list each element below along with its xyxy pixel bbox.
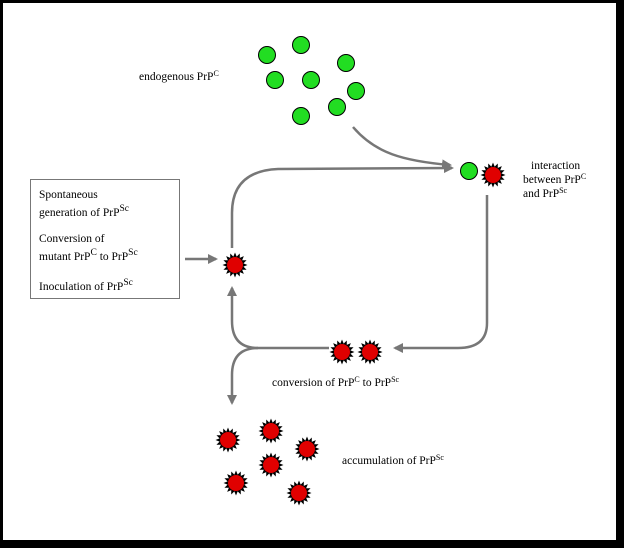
prpc-molecule (258, 46, 276, 64)
prpc-molecules (258, 36, 365, 125)
diagram-canvas: endogenous PrPC interaction between PrPC… (3, 3, 616, 540)
prpc-molecule (292, 107, 310, 125)
label-interaction: interaction between PrPC and PrPSc (523, 159, 586, 201)
diagram-graphics (185, 36, 506, 506)
prpc-molecule (292, 36, 310, 54)
prpsc-sources-box: Spontaneous generation of PrPSc Conversi… (30, 179, 180, 299)
source-mutant-line1: Conversion of (39, 233, 105, 245)
prpc-molecule (337, 54, 355, 72)
arrow-conversion-down (227, 346, 259, 405)
label-accumulation: accumulation of PrPSc (342, 453, 444, 468)
source-inoculation: Inoculation of PrPSc (39, 277, 133, 293)
source-prpsc-molecule-core (227, 257, 243, 273)
prpc-molecule (266, 71, 284, 89)
source-mutant-line2: mutant PrPC to PrPSc (39, 247, 138, 263)
converted-prpsc-molecule-core (362, 344, 378, 360)
source-spontaneous: Spontaneous generation of PrPSc (39, 188, 129, 220)
interaction-prpsc-molecule-core (485, 167, 501, 183)
source-spontaneous-line2: generation of PrPSc (39, 203, 130, 219)
accumulated-prpsc-molecule-core (263, 423, 279, 439)
label-endogenous-prpc: endogenous PrPC (139, 69, 219, 84)
accumulated-prpsc-molecule-core (299, 441, 315, 457)
accumulated-prpsc-molecule-core (220, 432, 236, 448)
source-spontaneous-line1: Spontaneous (39, 189, 98, 201)
label-interaction-line3: and PrPSc (523, 186, 568, 201)
accumulated-prpsc-molecule-core (291, 485, 307, 501)
accumulated-prpsc-molecule-core (263, 457, 279, 473)
arrow-interaction-to-conversion (393, 195, 489, 353)
prpc-molecule (302, 71, 320, 89)
arrow-conversion-up (227, 286, 329, 350)
arrow-prpc-to-interaction (352, 126, 452, 170)
arrow-loop-top (230, 163, 454, 248)
source-mutant-conversion: Conversion of mutant PrPC to PrPSc (39, 232, 138, 264)
label-conversion: conversion of PrPC to PrPSc (272, 375, 400, 390)
prpc-molecule (347, 82, 365, 100)
label-interaction-line1: interaction (531, 160, 581, 172)
label-interaction-line2: between PrPC (523, 172, 587, 187)
converted-prpsc-molecule-core (334, 344, 350, 360)
prpc-molecule (328, 98, 346, 116)
interaction-prpc-molecule (460, 162, 478, 180)
accumulated-prpsc-molecule-core (228, 475, 244, 491)
prpsc-molecules (215, 162, 506, 506)
